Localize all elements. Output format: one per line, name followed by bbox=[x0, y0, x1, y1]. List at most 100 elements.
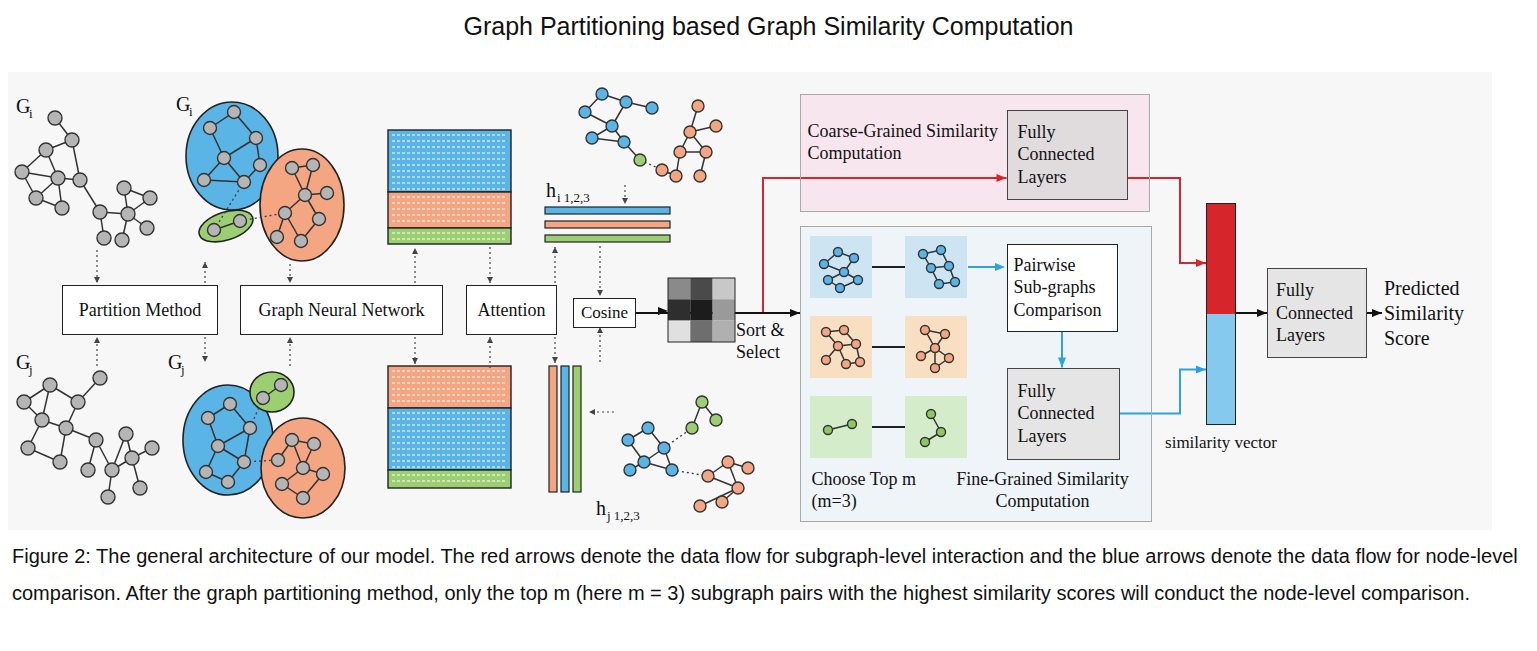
graph-vertex bbox=[297, 462, 310, 475]
graph-vertex bbox=[658, 442, 670, 454]
graph-vertex bbox=[840, 268, 849, 277]
node-text: Fully Connected Layers bbox=[1018, 121, 1117, 189]
embedding-row bbox=[392, 395, 507, 396]
graph-vertex bbox=[307, 159, 320, 172]
process-box: Graph Neural Network bbox=[240, 285, 443, 335]
subgraph-thumbnail bbox=[905, 236, 967, 298]
subscript-label: i bbox=[29, 106, 33, 122]
graph-vertex bbox=[48, 111, 62, 125]
graph-vertex bbox=[700, 146, 712, 158]
similarity-cell bbox=[668, 321, 690, 342]
subscript-label: j bbox=[181, 362, 185, 378]
graph-vertex bbox=[218, 152, 231, 165]
coarse-panel: Coarse-Grained Similarity ComputationFul… bbox=[800, 94, 1150, 212]
arrowhead bbox=[287, 277, 293, 283]
graph-vertex bbox=[71, 395, 85, 409]
node-text: Fully Connected Layers bbox=[1018, 380, 1109, 448]
panel-heading: Choose Top m (m=3) bbox=[812, 468, 937, 513]
similarity-cell bbox=[668, 299, 690, 320]
graph-vertex bbox=[133, 481, 147, 495]
graph-vertex bbox=[286, 434, 299, 447]
embedding-row bbox=[392, 239, 507, 240]
graph-vertex bbox=[202, 412, 215, 425]
graph-vertex bbox=[856, 358, 865, 367]
arrowhead bbox=[487, 277, 493, 283]
graph-vertex bbox=[710, 120, 722, 132]
graph-symbol: h bbox=[596, 496, 606, 520]
graph-vertex bbox=[279, 207, 292, 220]
graph-vertex bbox=[579, 106, 591, 118]
graph-vertex bbox=[65, 133, 79, 147]
embedding-row bbox=[392, 437, 507, 438]
graph-vertex bbox=[684, 126, 696, 138]
graph-vertex bbox=[275, 379, 288, 392]
fine-panel: Choose Top m (m=3)Fine-Grained Similarit… bbox=[800, 226, 1152, 522]
graph-vertex bbox=[656, 164, 668, 176]
arrowhead bbox=[997, 174, 1007, 182]
graph-vertex bbox=[53, 455, 67, 469]
node-text: Partition Method bbox=[71, 299, 209, 322]
arrowhead bbox=[412, 248, 418, 254]
panel-fill bbox=[800, 94, 1150, 212]
figure-ground bbox=[8, 72, 1492, 530]
graph-vertex bbox=[927, 264, 936, 273]
similarity-matrix bbox=[668, 278, 735, 342]
graph-vertex bbox=[822, 356, 831, 365]
graph-vertex bbox=[624, 464, 636, 476]
arrowhead bbox=[94, 277, 100, 283]
graph-vertex bbox=[696, 396, 708, 408]
process-box: Attention bbox=[466, 285, 557, 335]
graph-vertex bbox=[732, 482, 744, 494]
embedding-row bbox=[392, 419, 507, 420]
embedding-row bbox=[392, 481, 507, 482]
partition-region bbox=[195, 204, 257, 248]
node-text: Attention bbox=[475, 299, 548, 322]
graph-vertex bbox=[919, 250, 928, 259]
graph-symbol: h bbox=[546, 178, 556, 202]
graph-vertex bbox=[670, 170, 682, 182]
subgraph-thumbnail bbox=[905, 316, 967, 378]
graph-vertex bbox=[115, 233, 129, 247]
graph-vertex bbox=[702, 470, 714, 482]
fc-layer-box: Fully Connected Layers bbox=[1267, 268, 1367, 358]
embedding-row bbox=[392, 221, 507, 222]
arrowhead bbox=[1257, 309, 1267, 317]
edge-label: Sort & Select bbox=[736, 320, 800, 364]
graph-vertex bbox=[642, 422, 654, 434]
embedding-row bbox=[392, 443, 507, 444]
graph-vertex bbox=[35, 413, 49, 427]
graph-vertex bbox=[295, 235, 308, 248]
graph-vertex bbox=[937, 428, 946, 437]
vector-bar bbox=[549, 366, 557, 492]
vector-bar bbox=[545, 221, 670, 228]
embedding-row bbox=[392, 159, 507, 160]
subscript-label: j bbox=[29, 362, 33, 378]
graph-symbol: G bbox=[16, 350, 30, 374]
embedding-row bbox=[392, 147, 507, 148]
graph-vertex bbox=[666, 464, 678, 476]
graph-vertex bbox=[321, 187, 334, 200]
graph-vertex bbox=[921, 438, 930, 447]
similarity-cell bbox=[690, 321, 712, 342]
graph-vertex bbox=[250, 132, 263, 145]
graph-vertex bbox=[824, 426, 833, 435]
graph-vertex bbox=[824, 276, 833, 285]
subscript-label: i bbox=[189, 104, 193, 120]
pair-link bbox=[872, 346, 905, 348]
embedding-row bbox=[392, 183, 507, 184]
graph-vertex bbox=[716, 496, 728, 508]
graph-vertex bbox=[820, 260, 829, 269]
panel-fill bbox=[800, 226, 1152, 522]
arrowhead bbox=[622, 198, 628, 204]
graph-vertex bbox=[15, 165, 29, 179]
connector-line bbox=[636, 178, 1007, 313]
graph-vertex bbox=[836, 284, 845, 293]
graph-vertex bbox=[299, 189, 312, 202]
embedding-row bbox=[392, 389, 507, 390]
arrowhead bbox=[1196, 366, 1206, 374]
embedding-row bbox=[392, 467, 507, 468]
embedding-row bbox=[392, 209, 507, 210]
graph-vertex bbox=[742, 462, 754, 474]
graph-vertex bbox=[620, 96, 632, 108]
